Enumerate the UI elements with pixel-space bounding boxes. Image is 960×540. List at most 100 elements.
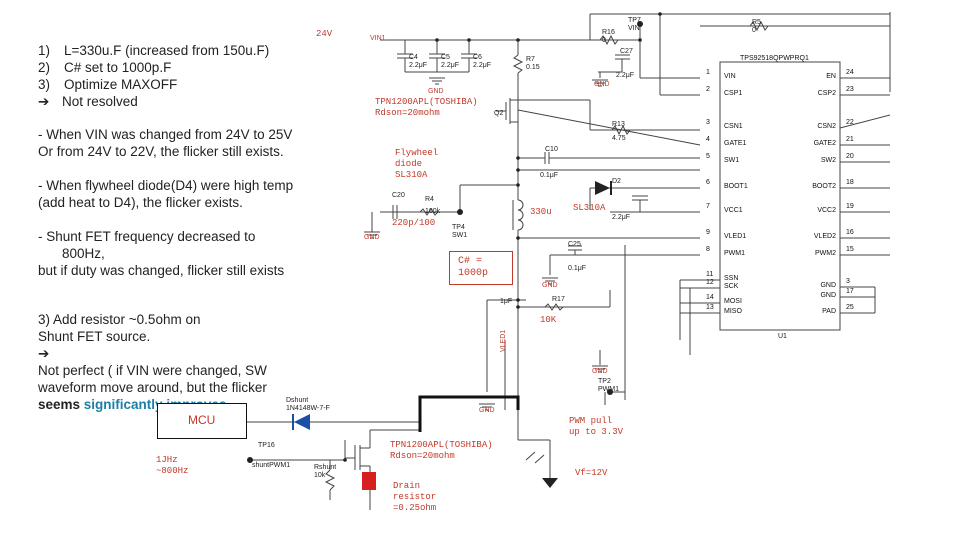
- chip-pin-number: 17: [846, 288, 854, 295]
- chip-pin-name: SSN: [724, 275, 739, 282]
- chip-pin-number: 25: [846, 304, 854, 311]
- chip-pin-number: 18: [846, 179, 854, 186]
- annotation-vf: Vf=12V: [575, 468, 608, 478]
- chip-pin-name: GATE2: [813, 140, 836, 147]
- annotation-fet-bottom: TPN1200APL(TOSHIBA)Rdson=20mohm: [390, 440, 493, 461]
- chip-pin-number: 24: [846, 69, 854, 76]
- label-r4: R4: [425, 196, 434, 203]
- notes-list: 1)L=330u.F (increased from 150u.F) 2)C# …: [38, 42, 269, 110]
- chip-pin-name: GATE1: [724, 140, 747, 147]
- label-gnd-c20: GND: [364, 234, 380, 241]
- label-c20: C20: [392, 192, 405, 199]
- chip-pin-number: 3: [706, 119, 710, 126]
- label-gnd-vled: GND: [479, 407, 495, 414]
- chip-pin-name: BOOT2: [812, 183, 836, 190]
- chip-pin-number: 5: [706, 153, 710, 160]
- label-tp16: TP16: [258, 442, 275, 449]
- chip-pin-name: CSP1: [724, 90, 743, 97]
- chip-pin-name: SCK: [724, 283, 739, 290]
- chip-pin-name: BOOT1: [724, 183, 748, 190]
- chip-pin-name: PAD: [822, 308, 836, 315]
- chip-pin-name: PWM2: [815, 250, 836, 257]
- chip-pin-number: 11: [706, 271, 714, 278]
- label-cap-1u: 1μF: [500, 298, 513, 305]
- label-boot-cap-value: 2.2μF: [612, 214, 631, 221]
- chip-pin-name: MOSI: [724, 298, 742, 305]
- chip-pin-name: VCC2: [817, 207, 836, 214]
- annotation-cap: 220p/100: [392, 218, 436, 228]
- chip-pin-name: VLED1: [724, 233, 747, 240]
- annotation-csharp-box: C# =1000p: [449, 251, 513, 285]
- mcu-label: MCU: [188, 413, 216, 427]
- chip-pin-name: CSP2: [817, 90, 836, 97]
- label-vin1: VIN1: [370, 35, 386, 42]
- chip-pin-number: 6: [706, 179, 710, 186]
- chip-pin-number: 3: [846, 278, 850, 285]
- chip-pin-name: MISO: [724, 308, 742, 315]
- label-r17: R17: [552, 296, 565, 303]
- label-c25-value: 0.1μF: [568, 265, 587, 272]
- chip-pin-number: 12: [706, 279, 714, 286]
- chip-pin-number: 9: [706, 229, 710, 236]
- label-gnd-c25: GND: [542, 282, 558, 289]
- chip-pin-number: 13: [706, 304, 714, 311]
- chip-pin-number: 16: [846, 229, 854, 236]
- note-item-2: 2)C# set to 1000p.F: [38, 60, 172, 75]
- chip-pin-name: VLED2: [813, 233, 836, 240]
- chip-pin-name: SW2: [820, 157, 836, 164]
- label-r13: R13: [612, 121, 625, 128]
- label-q2: Q2: [494, 110, 504, 117]
- annotation-csharp: C# =: [458, 256, 483, 267]
- chip-pin-name: CSN1: [724, 123, 743, 130]
- chip-pin-name: PWM1: [724, 250, 745, 257]
- chip-pin-number: 21: [846, 136, 854, 143]
- note-flywheel: - When flywheel diode(D4) were high temp…: [38, 178, 294, 210]
- chip-part-number: TPS92518QPWPRQ1: [740, 55, 809, 62]
- chip-pin-number: 8: [706, 246, 710, 253]
- label-c10-value: 0.1μF: [540, 172, 559, 179]
- note-shunt-frequency: - Shunt FET frequency decreased to 800Hz…: [38, 229, 285, 278]
- chip-pin-number: 19: [846, 203, 854, 210]
- annotation-r10k: 10K: [540, 315, 557, 325]
- chip-pin-number: 2: [706, 86, 710, 93]
- chip-pin-number: 22: [846, 119, 854, 126]
- label-gnd-tp2: GND: [592, 368, 608, 375]
- label-d2: D2: [612, 178, 621, 185]
- annotation-diode: SL310A: [573, 203, 606, 213]
- label-vled1: VLED1: [500, 329, 507, 352]
- note-item-3: 3)Optimize MAXOFF: [38, 77, 178, 92]
- label-r13-value: 4.75: [612, 135, 626, 142]
- note-item-1: 1)L=330u.F (increased from 150u.F): [38, 43, 270, 58]
- note-item-result: ➔Not resolved: [38, 94, 138, 109]
- chip-pin-name: VCC1: [724, 207, 743, 214]
- chip-pin-number: 20: [846, 153, 854, 160]
- annotation-fet-top: TPN1200APL(TOSHIBA)Rdson=20mohm: [375, 97, 478, 118]
- chip-pin-name: GND: [820, 292, 836, 299]
- chip-pin-number: 15: [846, 246, 854, 253]
- annotation-24v: 24V: [316, 29, 333, 39]
- annotation-freq: 1JHz~800Hz: [156, 455, 189, 476]
- label-r4-value: 100k: [425, 208, 441, 215]
- annotation-inductor: 330u: [530, 207, 552, 217]
- label-gnd-c27: GND: [594, 81, 610, 88]
- label-c10: C10: [545, 146, 558, 153]
- chip-pin-name: EN: [826, 73, 836, 80]
- chip-pin-number: 1: [706, 69, 710, 76]
- chip-pin-number: 14: [706, 294, 714, 301]
- label-c25: C25: [568, 241, 581, 248]
- label-gnd-top: GND: [428, 88, 444, 95]
- label-c27: C27: [620, 48, 633, 55]
- chip-pin-name: GND: [820, 282, 836, 289]
